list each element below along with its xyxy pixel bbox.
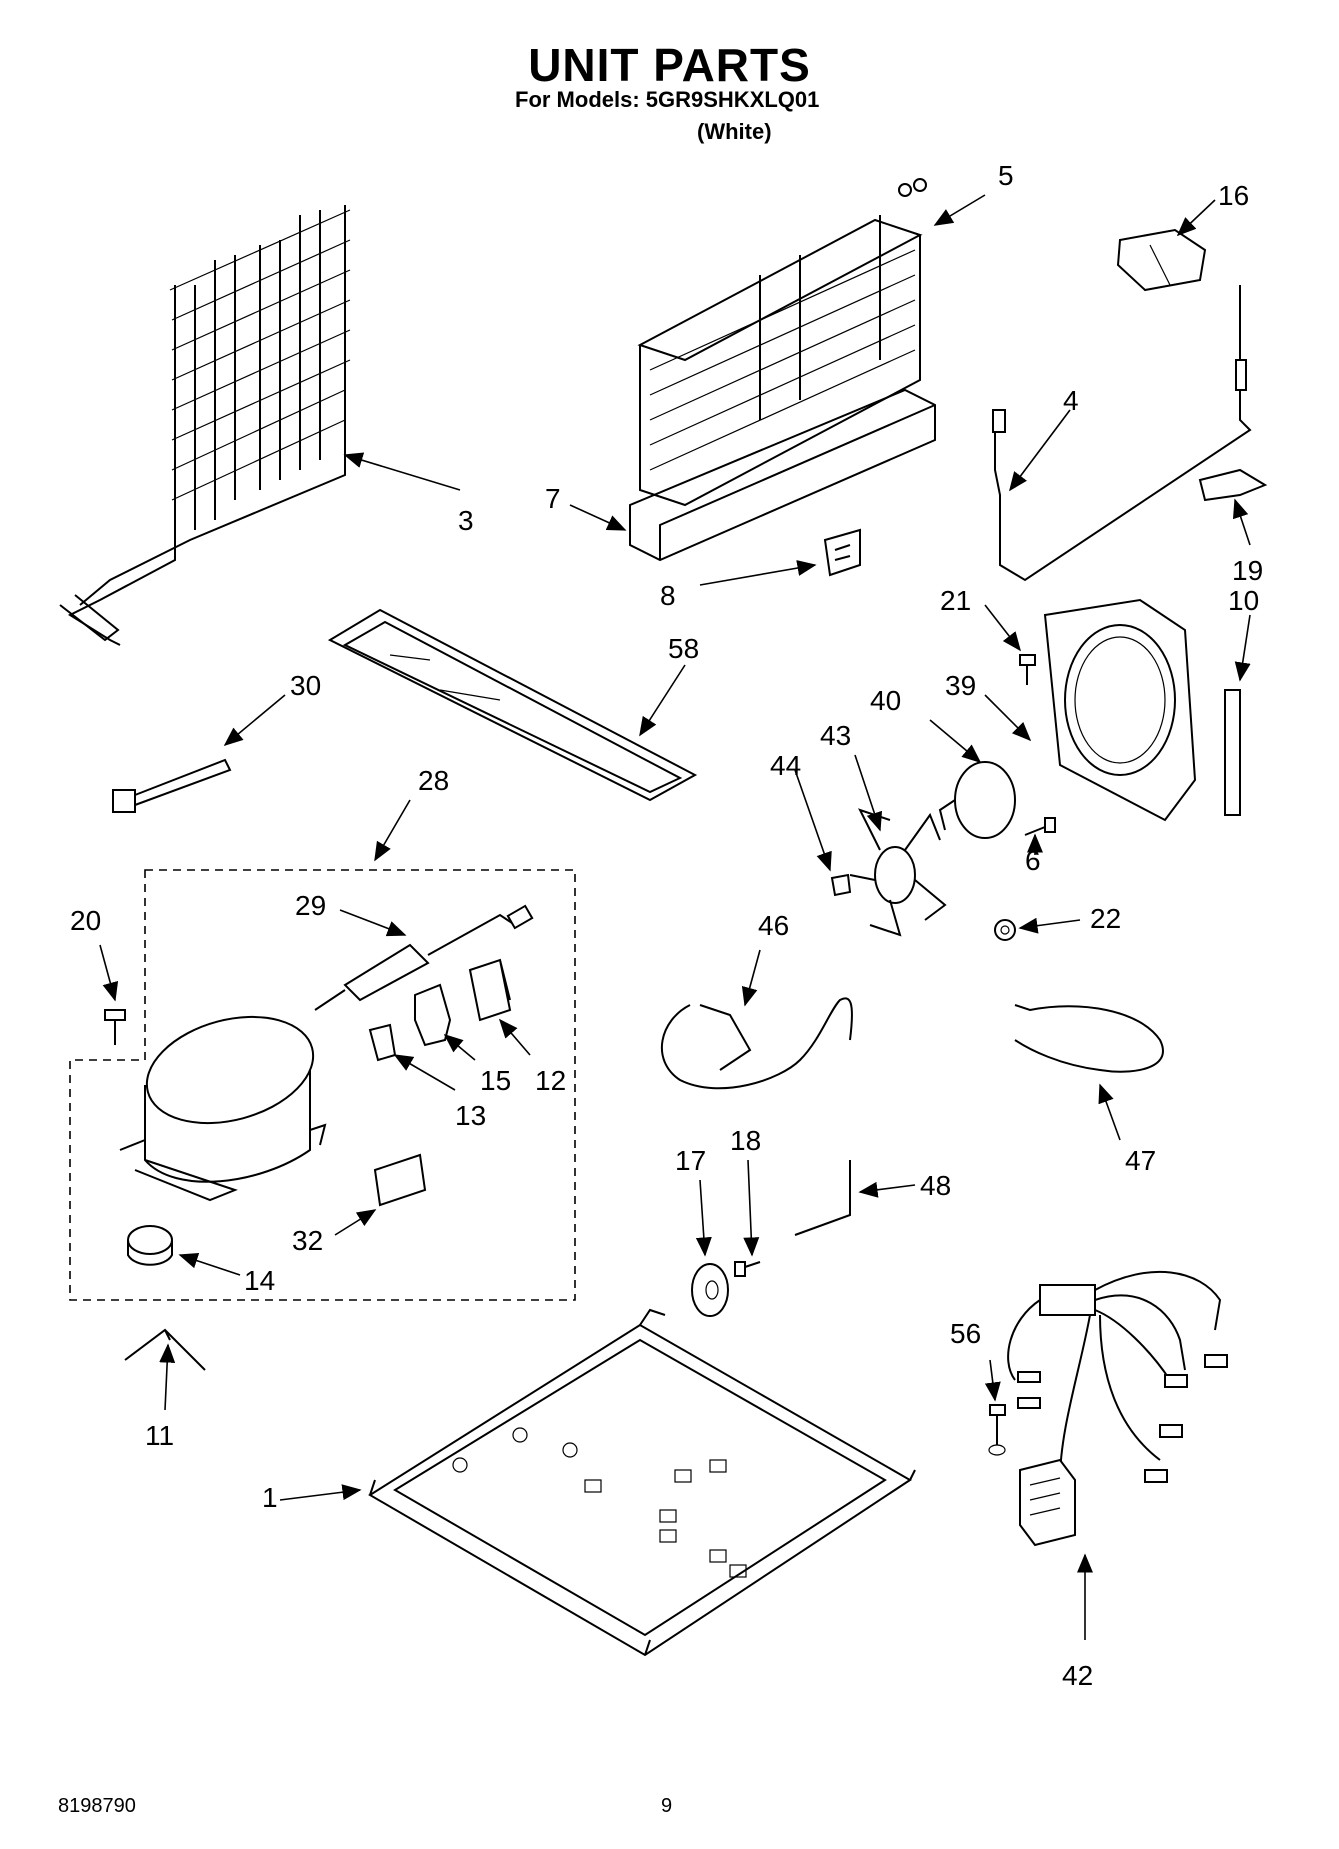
condenser-fan-motor[interactable]	[938, 761, 1016, 839]
callout-19: 19	[1232, 555, 1263, 586]
wiring-harness[interactable]	[1007, 1270, 1228, 1547]
callout-20: 20	[70, 905, 101, 936]
unit-base-plate[interactable]	[368, 1308, 916, 1657]
run-capacitor[interactable]	[373, 1153, 427, 1207]
relay-clip[interactable]	[368, 1023, 397, 1062]
callout-58: 58	[668, 633, 699, 664]
callout-4: 4	[1063, 385, 1079, 416]
condenser-fan-shroud[interactable]	[1043, 598, 1197, 822]
callout-15: 15	[480, 1065, 511, 1096]
fan-blade-nut[interactable]	[994, 919, 1016, 941]
compressor[interactable]	[119, 1000, 327, 1202]
compressor-mount-screw[interactable]	[104, 1009, 126, 1045]
callout-11: 11	[145, 1420, 174, 1451]
roller-axle-pin[interactable]	[734, 1261, 761, 1277]
model-line: For Models: 5GR9SHKXLQ01	[515, 87, 820, 112]
condenser-fan-blade[interactable]	[849, 808, 947, 937]
callout-18: 18	[730, 1125, 761, 1156]
wire-clip[interactable]	[124, 1328, 206, 1371]
compressor-assembly-outline	[69, 869, 576, 1301]
callout-14: 14	[244, 1265, 275, 1296]
shroud-gasket[interactable]	[1224, 689, 1241, 816]
callout-6: 6	[1025, 845, 1041, 876]
callout-17: 17	[675, 1145, 706, 1176]
callout-12: 12	[535, 1065, 566, 1096]
fan-blade-retainer[interactable]	[830, 873, 852, 897]
compressor-grommet[interactable]	[127, 1225, 173, 1266]
callout-43: 43	[820, 720, 851, 751]
start-relay[interactable]	[414, 983, 452, 1047]
callout-56: 56	[950, 1318, 981, 1349]
defrost-thermistor[interactable]	[992, 285, 1252, 582]
roller-wheel[interactable]	[691, 1263, 729, 1317]
callout-8: 8	[660, 580, 676, 611]
overload-protector[interactable]	[468, 958, 512, 1022]
callout-21: 21	[940, 585, 971, 616]
callout-7: 7	[545, 483, 561, 514]
callout-40: 40	[870, 685, 901, 716]
callout-16: 16	[1218, 180, 1249, 211]
page-title: UNIT PARTS	[528, 39, 811, 91]
evaporator-coil[interactable]	[637, 178, 927, 507]
callout-48: 48	[920, 1170, 951, 1201]
callout-42: 42	[1062, 1660, 1093, 1691]
drain-tube[interactable]	[794, 1160, 851, 1236]
document-number: 8198790	[58, 1795, 136, 1817]
page-number: 9	[661, 1795, 673, 1817]
callout-10: 10	[1228, 585, 1259, 616]
callout-47: 47	[1125, 1145, 1156, 1176]
motor-screw[interactable]	[1024, 817, 1056, 836]
callout-29: 29	[295, 890, 326, 921]
condenser-coil[interactable]	[59, 205, 351, 646]
callout-1: 1	[262, 1482, 278, 1513]
callout-30: 30	[290, 670, 321, 701]
evaporator-clip[interactable]	[823, 528, 861, 577]
condenser-tubing[interactable]	[661, 997, 853, 1090]
drain-pan[interactable]	[327, 608, 698, 802]
drain-trough[interactable]	[629, 388, 936, 562]
callout-13: 13	[455, 1100, 486, 1131]
thermistor-cover[interactable]	[1116, 228, 1207, 292]
callout-46: 46	[758, 910, 789, 941]
callout-32: 32	[292, 1225, 323, 1256]
color-variant: (White)	[697, 119, 772, 144]
cable-tie[interactable]	[112, 758, 232, 813]
callout-22: 22	[1090, 903, 1121, 934]
discharge-tubing[interactable]	[1014, 1004, 1164, 1073]
filter-drier[interactable]	[314, 904, 534, 1011]
callout-3: 3	[458, 505, 474, 536]
thermistor-clip[interactable]	[1198, 468, 1268, 502]
callout-5: 5	[998, 160, 1014, 191]
callout-44: 44	[770, 750, 801, 781]
callout-39: 39	[945, 670, 976, 701]
callout-28: 28	[418, 765, 449, 796]
shroud-screw[interactable]	[1019, 654, 1036, 685]
harness-ground-screw[interactable]	[988, 1404, 1006, 1456]
